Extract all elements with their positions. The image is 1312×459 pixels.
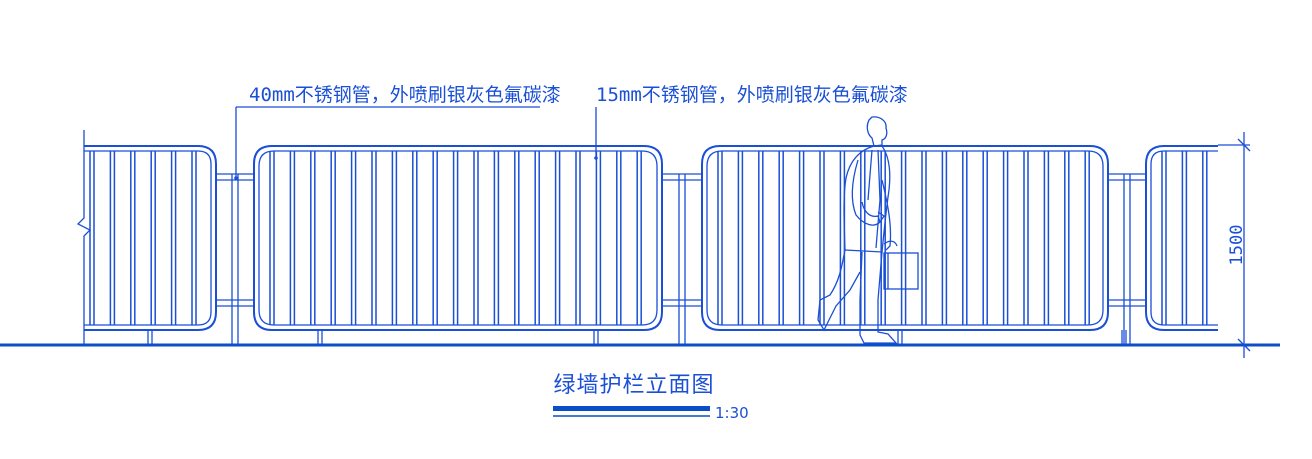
height-dimension-label: 1500 [1227,225,1247,266]
note-15mm-pipe: 15mm不锈钢管，外喷刷银灰色氟碳漆 [596,84,908,106]
panel-3-frame-inner [706,150,1104,326]
drawing-title: 绿墙护栏立面图 [553,373,714,398]
leader-40mm [234,106,540,180]
panel-4-frame-outer [1145,145,1218,331]
drawing-scale: 1:30 [715,404,749,422]
panel-2-frame-inner [258,150,658,326]
panel-4-frame-inner [1150,150,1218,326]
panel-3-frame-outer [701,145,1109,331]
left-break-line [76,130,92,345]
person-figure [817,116,919,344]
height-dimension [1218,132,1251,358]
panel-1-frame-outer [84,145,217,331]
leader-15mm [594,107,598,160]
panel-2-frame-outer [253,145,663,331]
fence-elevation [84,145,1218,345]
panel-1-frame-inner [84,150,212,326]
title-underline-thick [553,406,710,411]
note-40mm-pipe: 40mm不锈钢管，外喷刷银灰色氟碳漆 [249,84,561,106]
